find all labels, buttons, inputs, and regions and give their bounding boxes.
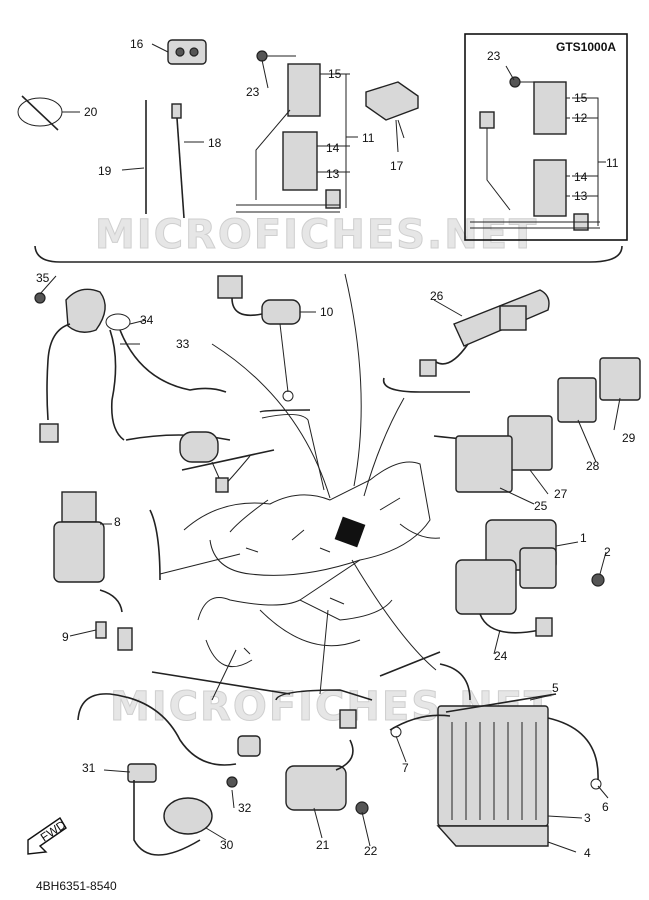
callout-25: 25 (534, 499, 548, 513)
callout-6: 6 (602, 800, 609, 814)
top-section-brace (34, 245, 623, 263)
fwd-label: FWD (38, 817, 69, 844)
callout-12: 12 (574, 111, 588, 125)
callout-33: 33 (176, 337, 190, 351)
cable-tie-18 (171, 103, 204, 219)
fuse-box-11 (236, 50, 358, 213)
callout-29: 29 (622, 431, 636, 445)
switch-8 (53, 491, 133, 651)
footer-code: 4BH6351-8540 (36, 879, 117, 893)
callout-26: 26 (430, 289, 444, 303)
callout-1: 1 (580, 531, 587, 545)
battery-3 (389, 663, 602, 847)
callout-8: 8 (114, 515, 121, 529)
callout-15-gts: 15 (574, 91, 588, 105)
relay-29 (599, 357, 641, 401)
callout-13: 13 (326, 167, 340, 181)
callout-13-gts: 13 (574, 189, 588, 203)
callout-10: 10 (320, 305, 334, 319)
callout-16: 16 (130, 37, 144, 51)
relay-25 (455, 435, 513, 493)
cable-band-20 (17, 95, 80, 131)
callout-30: 30 (220, 838, 234, 852)
starter-21 (285, 709, 369, 815)
callout-21: 21 (316, 838, 330, 852)
connector-16 (151, 39, 207, 65)
callout-4: 4 (584, 846, 591, 860)
callout-15: 15 (328, 67, 342, 81)
condenser-26 (419, 289, 550, 377)
callout-32: 32 (238, 801, 252, 815)
callout-9: 9 (62, 630, 69, 644)
callout-34: 34 (140, 313, 154, 327)
callout-27: 27 (554, 487, 568, 501)
model-box-title: GTS1000A (556, 40, 616, 54)
relay-28 (557, 377, 597, 423)
callout-19: 19 (98, 164, 112, 178)
relay-17 (365, 81, 419, 153)
model-box (464, 33, 628, 241)
callout-11: 11 (362, 131, 375, 145)
ignition-coil-24 (455, 559, 553, 637)
pointer-lines (159, 273, 441, 701)
callout-35: 35 (36, 271, 50, 285)
watermark-top: MICROFICHES.NET (95, 212, 538, 258)
callout-7: 7 (402, 761, 409, 775)
fuse-box-gts (470, 76, 606, 231)
sensor-30 (77, 693, 261, 856)
callout-23: 23 (246, 85, 260, 99)
callout-14-gts: 14 (574, 170, 588, 184)
ignition-coil-1 (485, 519, 557, 589)
callout-3: 3 (584, 811, 591, 825)
callout-20: 20 (84, 105, 98, 119)
callout-22: 22 (364, 844, 378, 858)
fuel-sender-34 (34, 288, 231, 493)
callout-23-gts: 23 (487, 49, 501, 63)
callout-24: 24 (494, 649, 508, 663)
sensor-10 (217, 275, 301, 402)
callout-11-gts: 11 (606, 156, 619, 170)
callout-17: 17 (390, 159, 404, 173)
callout-14: 14 (326, 141, 340, 155)
callout-31: 31 (82, 761, 96, 775)
motorcycle-frame (183, 461, 431, 668)
relay-27 (507, 415, 553, 471)
fwd-arrow: FWD (27, 817, 69, 855)
leader-lines (39, 59, 621, 853)
section-brackets (149, 377, 481, 701)
callout-5: 5 (552, 681, 559, 695)
cable-tie-19 (121, 100, 147, 214)
callout-28: 28 (586, 459, 600, 473)
bolt-2 (591, 573, 605, 587)
callout-2: 2 (604, 545, 611, 559)
callout-18: 18 (208, 136, 222, 150)
